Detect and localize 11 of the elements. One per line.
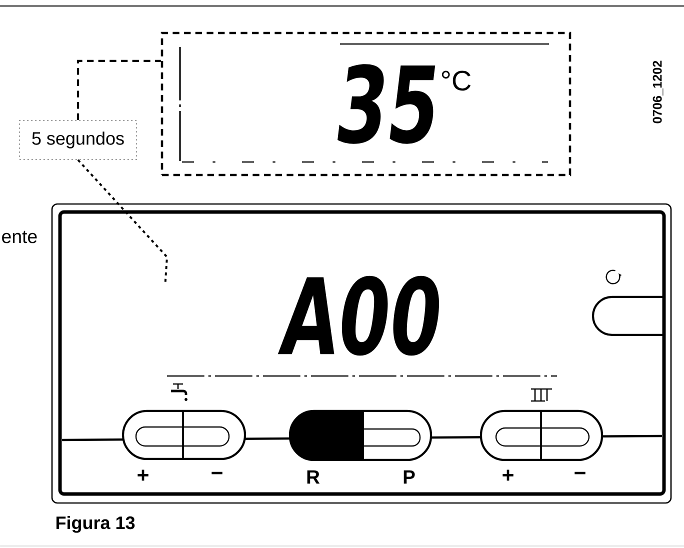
callout-box: 5 segundos [19, 120, 137, 160]
minus-sign: − [574, 472, 586, 474]
plus-sign: + [138, 470, 148, 481]
leader-line [77, 159, 168, 284]
figure-code: 0706_1202 [652, 60, 664, 124]
minus-sign: − [212, 472, 222, 474]
leader-line [76, 60, 161, 120]
button-letter: P [404, 470, 415, 484]
plus-sign: + [502, 470, 514, 481]
figure-caption: Figura 13 [56, 516, 135, 533]
button-letter: R [307, 470, 320, 484]
